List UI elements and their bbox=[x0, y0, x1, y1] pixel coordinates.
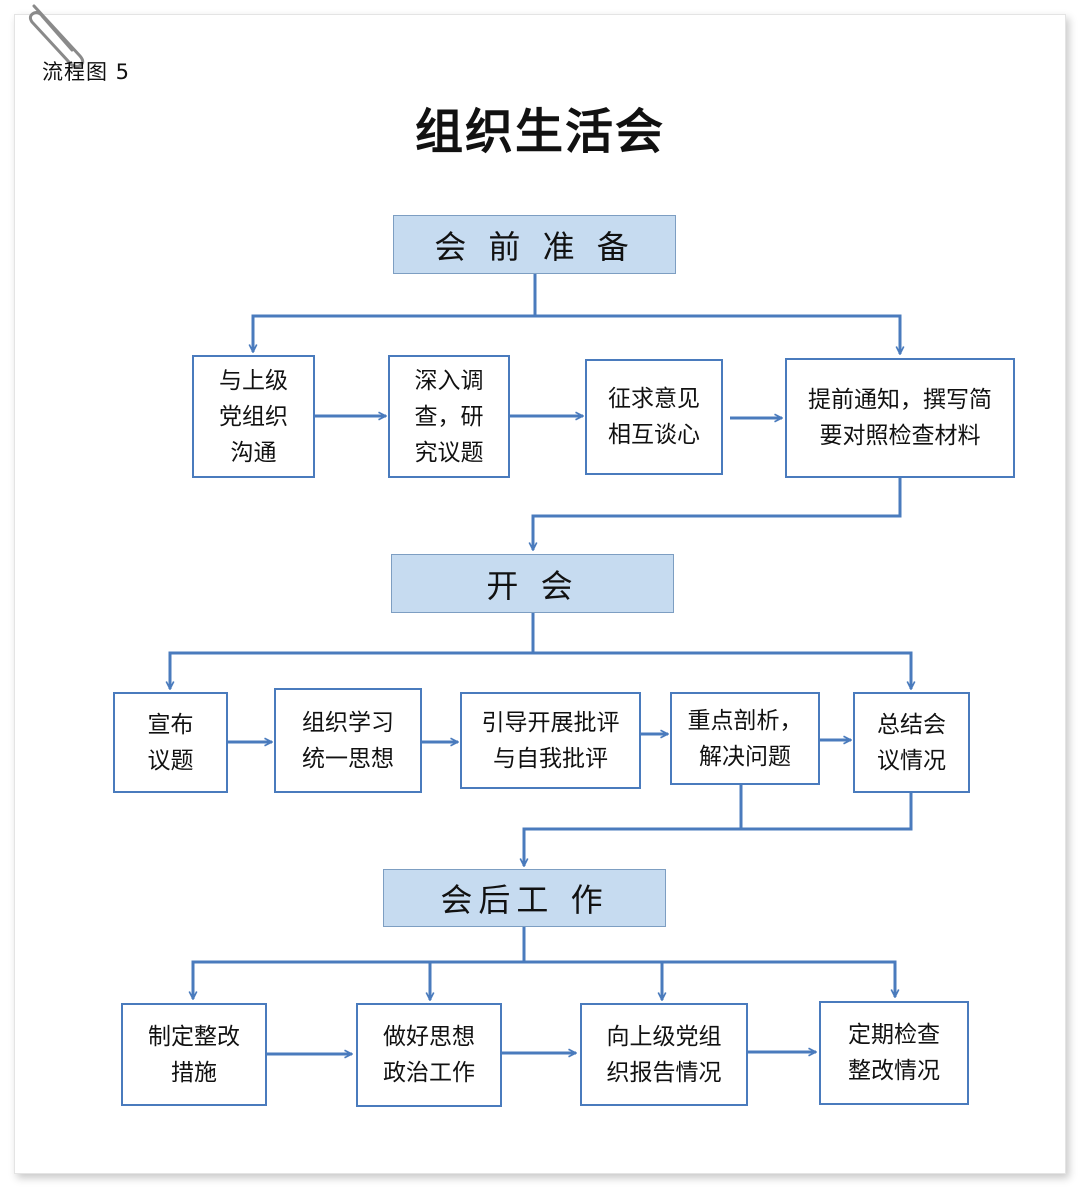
stage-meeting: 开 会 bbox=[391, 554, 674, 613]
diagram-title: 组织生活会 bbox=[414, 104, 665, 160]
step-rectification-measures: 制定整改 措施 bbox=[121, 1003, 267, 1106]
step-summarize-meeting: 总结会 议情况 bbox=[853, 692, 970, 793]
step-analyze-solve: 重点剖析， 解决问题 bbox=[670, 692, 820, 785]
connector-3-branch-right bbox=[524, 960, 895, 997]
figure-label: 流程图 5 bbox=[42, 60, 131, 84]
step-organize-study: 组织学习 统一思想 bbox=[274, 688, 422, 793]
step-research-topics: 深入调 查，研 究议题 bbox=[388, 355, 510, 478]
step-report-to-superior: 向上级党组 织报告情况 bbox=[580, 1003, 748, 1106]
connector-3-branch bbox=[193, 927, 526, 999]
step-communicate-superior: 与上级 党组织 沟通 bbox=[192, 355, 315, 478]
step-solicit-opinions: 征求意见 相互谈心 bbox=[585, 359, 723, 475]
connector-2-branch-right bbox=[533, 651, 911, 689]
step-ideological-work: 做好思想 政治工作 bbox=[356, 1003, 502, 1107]
step-periodic-inspection: 定期检查 整改情况 bbox=[819, 1001, 969, 1105]
connector-1-branch-right bbox=[535, 314, 900, 354]
stage-after-meeting: 会后工 作 bbox=[383, 869, 666, 927]
connector-2-branch bbox=[170, 613, 535, 689]
stage-before-meeting: 会 前 准 备 bbox=[393, 215, 676, 274]
paperclip-icon bbox=[28, 4, 85, 68]
connector-1-to-2 bbox=[533, 478, 902, 550]
step-notify-prepare-materials: 提前通知，撰写简 要对照检查材料 bbox=[785, 358, 1015, 478]
connector-2-to-3 bbox=[524, 793, 913, 866]
connector-1-branch bbox=[253, 274, 537, 352]
step-announce-topic: 宣布 议题 bbox=[113, 692, 228, 793]
step-criticism-self-criticism: 引导开展批评 与自我批评 bbox=[460, 692, 641, 789]
